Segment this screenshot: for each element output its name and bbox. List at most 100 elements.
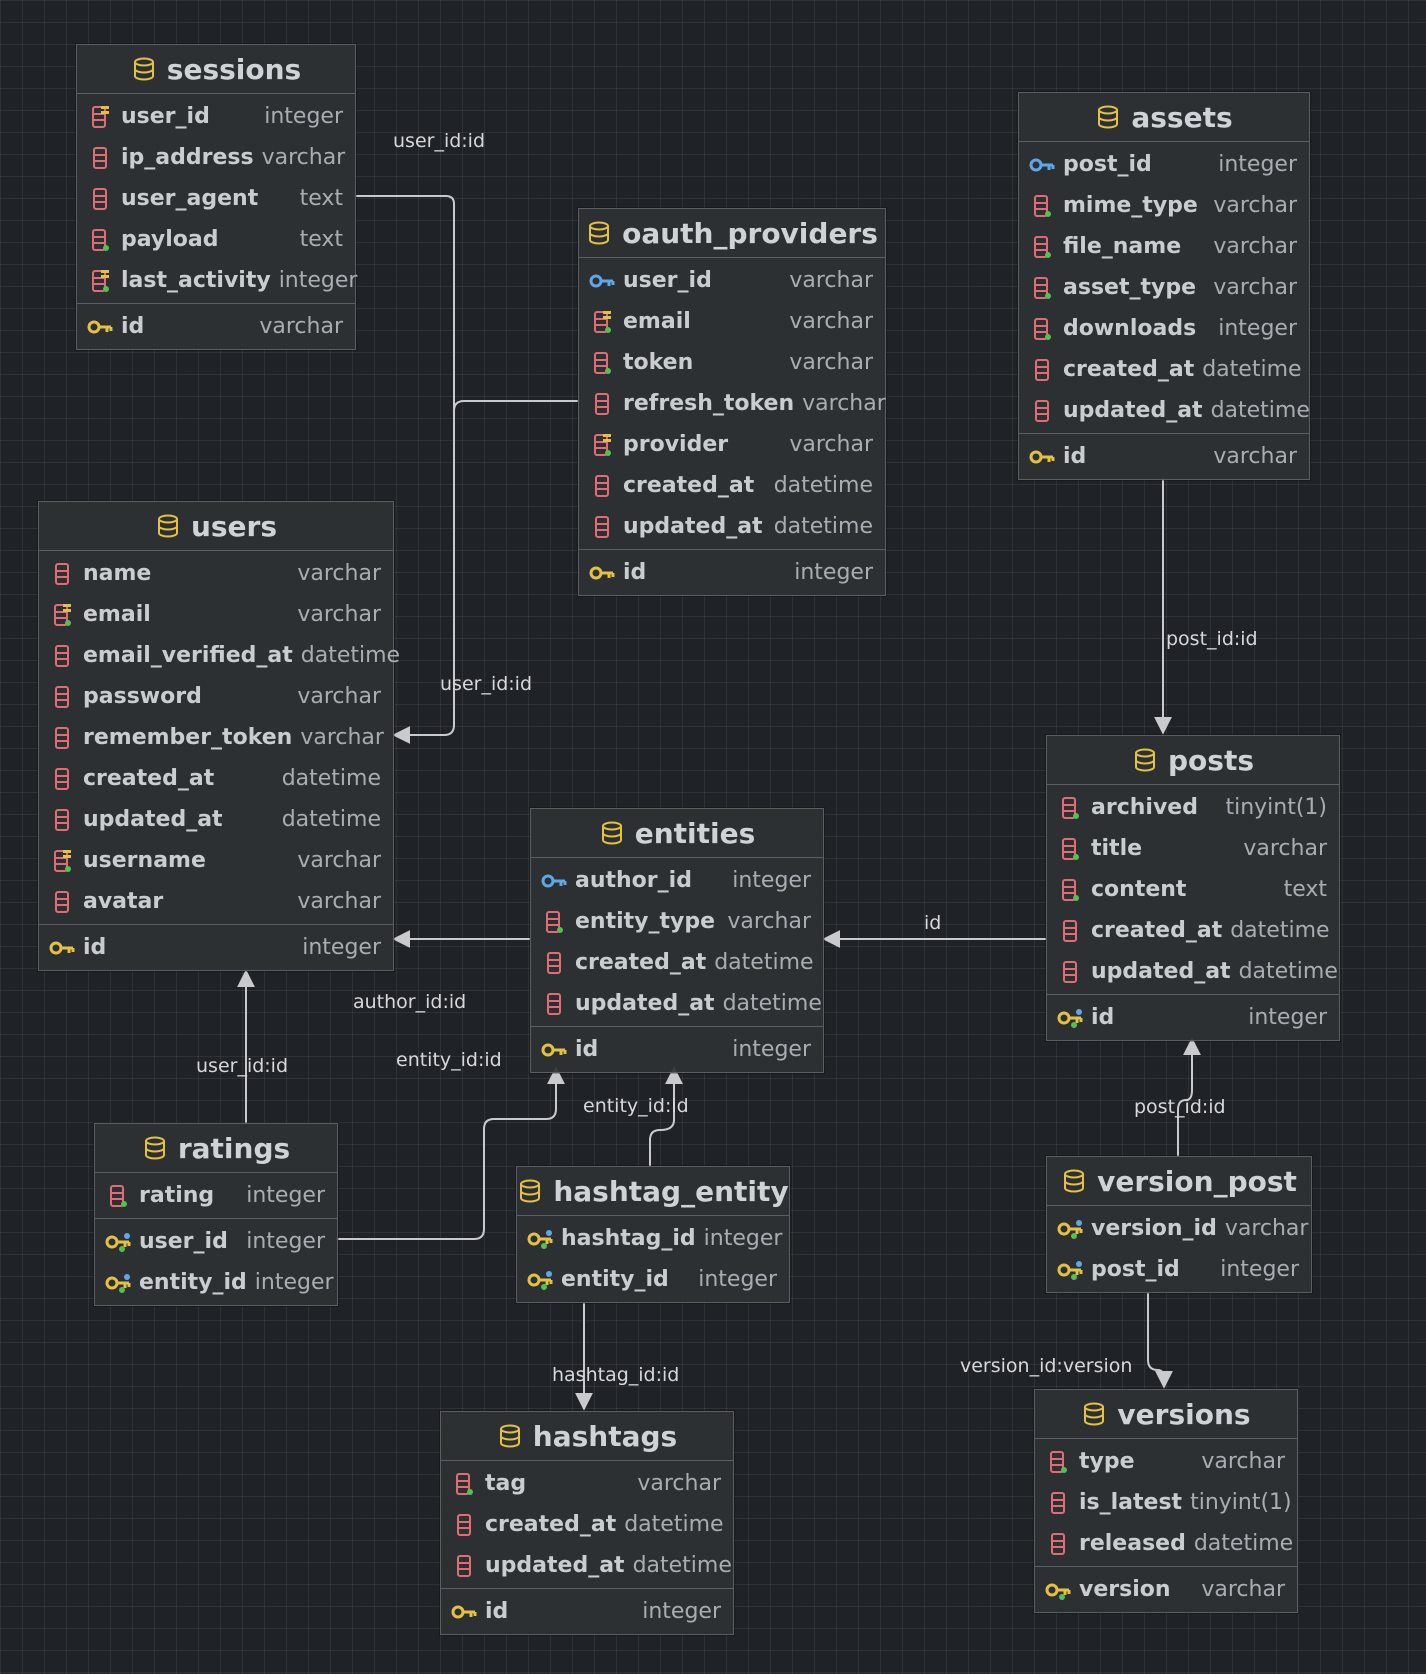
table-header[interactable]: hashtag_entity bbox=[517, 1167, 789, 1216]
table-header[interactable]: assets bbox=[1019, 93, 1309, 142]
column-type: varchar bbox=[1213, 275, 1297, 300]
column-row[interactable]: provider varchar bbox=[579, 424, 885, 465]
column-row[interactable]: user_id integer bbox=[77, 96, 355, 137]
column-row[interactable]: rating integer bbox=[95, 1175, 337, 1216]
column-row[interactable]: asset_type varchar bbox=[1019, 267, 1309, 308]
column-row[interactable]: created_at datetime bbox=[1019, 349, 1309, 390]
foreign-key-icon bbox=[1029, 152, 1055, 178]
column-row[interactable]: updated_at datetime bbox=[441, 1545, 733, 1586]
column-row[interactable]: id varchar bbox=[77, 306, 355, 347]
column-row[interactable]: downloads integer bbox=[1019, 308, 1309, 349]
column-row[interactable]: id integer bbox=[39, 927, 393, 968]
not-null-column-icon bbox=[1057, 836, 1083, 862]
column-row[interactable]: payload text bbox=[77, 219, 355, 260]
column-row[interactable]: last_activity integer bbox=[77, 260, 357, 301]
column-row[interactable]: token varchar bbox=[579, 342, 885, 383]
table-version_post[interactable]: version_post version_id varchar post_id … bbox=[1046, 1156, 1312, 1293]
table-hashtag_entity[interactable]: hashtag_entity hashtag_id integer entity… bbox=[516, 1166, 790, 1303]
column-row[interactable]: user_id varchar bbox=[579, 260, 885, 301]
column-row[interactable]: avatar varchar bbox=[39, 881, 393, 922]
column-row[interactable]: content text bbox=[1047, 869, 1339, 910]
primary-key-list: id varchar bbox=[77, 303, 355, 349]
table-header[interactable]: hashtags bbox=[441, 1412, 733, 1461]
column-row[interactable]: released datetime bbox=[1035, 1523, 1297, 1564]
column-row[interactable]: updated_at datetime bbox=[531, 983, 823, 1024]
column-row[interactable]: entity_id integer bbox=[517, 1259, 789, 1300]
column-row[interactable]: created_at datetime bbox=[441, 1504, 733, 1545]
database-table-icon bbox=[601, 821, 622, 845]
column-row[interactable]: updated_at datetime bbox=[1047, 951, 1339, 992]
column-row[interactable]: password varchar bbox=[39, 676, 393, 717]
table-versions[interactable]: versions type varchar is_latest tinyint(… bbox=[1034, 1389, 1298, 1613]
column-row[interactable]: name varchar bbox=[39, 553, 393, 594]
column-row[interactable]: post_id integer bbox=[1047, 1249, 1311, 1290]
column-row[interactable]: created_at datetime bbox=[1047, 910, 1339, 951]
column-row[interactable]: entity_type varchar bbox=[531, 901, 823, 942]
column-row[interactable]: refresh_token varchar bbox=[579, 383, 886, 424]
column-row[interactable]: remember_token varchar bbox=[39, 717, 393, 758]
column-row[interactable]: archived tinyint(1) bbox=[1047, 787, 1339, 828]
column-icon bbox=[49, 807, 75, 833]
table-hashtags[interactable]: hashtags tag varchar created_at datetime… bbox=[440, 1411, 734, 1635]
column-row[interactable]: id integer bbox=[1047, 997, 1339, 1038]
table-header[interactable]: entities bbox=[531, 809, 823, 858]
table-header[interactable]: ratings bbox=[95, 1124, 337, 1173]
table-users[interactable]: users name varchar email varchar email_v… bbox=[38, 501, 400, 971]
column-row[interactable]: author_id integer bbox=[531, 860, 823, 901]
foreign-key-icon bbox=[589, 268, 615, 294]
column-row[interactable]: created_at datetime bbox=[39, 758, 393, 799]
table-posts[interactable]: posts archived tinyint(1) title varchar … bbox=[1046, 735, 1340, 1041]
column-type: varchar bbox=[1213, 234, 1297, 259]
column-row[interactable]: email_verified_at datetime bbox=[39, 635, 400, 676]
column-row[interactable]: created_at datetime bbox=[579, 465, 885, 506]
table-header[interactable]: oauth_providers bbox=[579, 209, 885, 258]
column-row[interactable]: id integer bbox=[579, 552, 885, 593]
column-row[interactable]: type varchar bbox=[1035, 1441, 1297, 1482]
index-not-null-column-icon bbox=[49, 602, 75, 628]
table-entities[interactable]: entities author_id integer entity_type v… bbox=[530, 808, 824, 1073]
column-row[interactable]: username varchar bbox=[39, 840, 393, 881]
column-row[interactable]: user_id integer bbox=[95, 1221, 337, 1262]
column-row[interactable]: updated_at datetime bbox=[1019, 390, 1310, 431]
column-row[interactable]: tag varchar bbox=[441, 1463, 733, 1504]
table-oauth_providers[interactable]: oauth_providers user_id varchar email va… bbox=[578, 208, 886, 596]
table-sessions[interactable]: sessions user_id integer ip_address varc… bbox=[76, 44, 357, 350]
column-row[interactable]: file_name varchar bbox=[1019, 226, 1309, 267]
column-row[interactable]: ip_address varchar bbox=[77, 137, 355, 178]
column-row[interactable]: title varchar bbox=[1047, 828, 1339, 869]
column-type: varchar bbox=[789, 268, 873, 293]
column-row[interactable]: updated_at datetime bbox=[579, 506, 885, 547]
column-type: integer bbox=[264, 104, 343, 129]
table-assets[interactable]: assets post_id integer mime_type varchar… bbox=[1018, 92, 1310, 480]
table-header[interactable]: users bbox=[39, 502, 393, 551]
column-row[interactable]: is_latest tinyint(1) bbox=[1035, 1482, 1297, 1523]
column-row[interactable]: mime_type varchar bbox=[1019, 185, 1309, 226]
column-row[interactable]: entity_id integer bbox=[95, 1262, 337, 1303]
column-row[interactable]: id integer bbox=[441, 1591, 733, 1632]
column-row[interactable]: version_id varchar bbox=[1047, 1208, 1311, 1249]
column-icon bbox=[1029, 398, 1055, 424]
column-row[interactable]: id integer bbox=[531, 1029, 823, 1070]
column-row[interactable]: user_agent text bbox=[77, 178, 355, 219]
table-header[interactable]: posts bbox=[1047, 736, 1339, 785]
column-row[interactable]: created_at datetime bbox=[531, 942, 823, 983]
column-row[interactable]: hashtag_id integer bbox=[517, 1218, 789, 1259]
table-header[interactable]: versions bbox=[1035, 1390, 1297, 1439]
column-type: integer bbox=[732, 868, 811, 893]
column-type: varchar bbox=[297, 561, 381, 586]
column-type: datetime bbox=[281, 766, 381, 791]
table-header[interactable]: sessions bbox=[77, 45, 355, 94]
column-row[interactable]: id varchar bbox=[1019, 436, 1309, 477]
edge-label-ratings-entities: entity_id:id bbox=[396, 1049, 502, 1071]
column-row[interactable]: version varchar bbox=[1035, 1569, 1297, 1610]
column-row[interactable]: updated_at datetime bbox=[39, 799, 393, 840]
column-row[interactable]: email varchar bbox=[39, 594, 393, 635]
primary-key-icon bbox=[87, 314, 113, 340]
column-row[interactable]: post_id integer bbox=[1019, 144, 1309, 185]
table-ratings[interactable]: ratings rating integer user_id integer e… bbox=[94, 1123, 338, 1306]
column-name: remember_token bbox=[83, 725, 293, 750]
table-header[interactable]: version_post bbox=[1047, 1157, 1311, 1206]
column-row[interactable]: email varchar bbox=[579, 301, 885, 342]
edge-label-versionpost-posts: post_id:id bbox=[1134, 1096, 1226, 1118]
